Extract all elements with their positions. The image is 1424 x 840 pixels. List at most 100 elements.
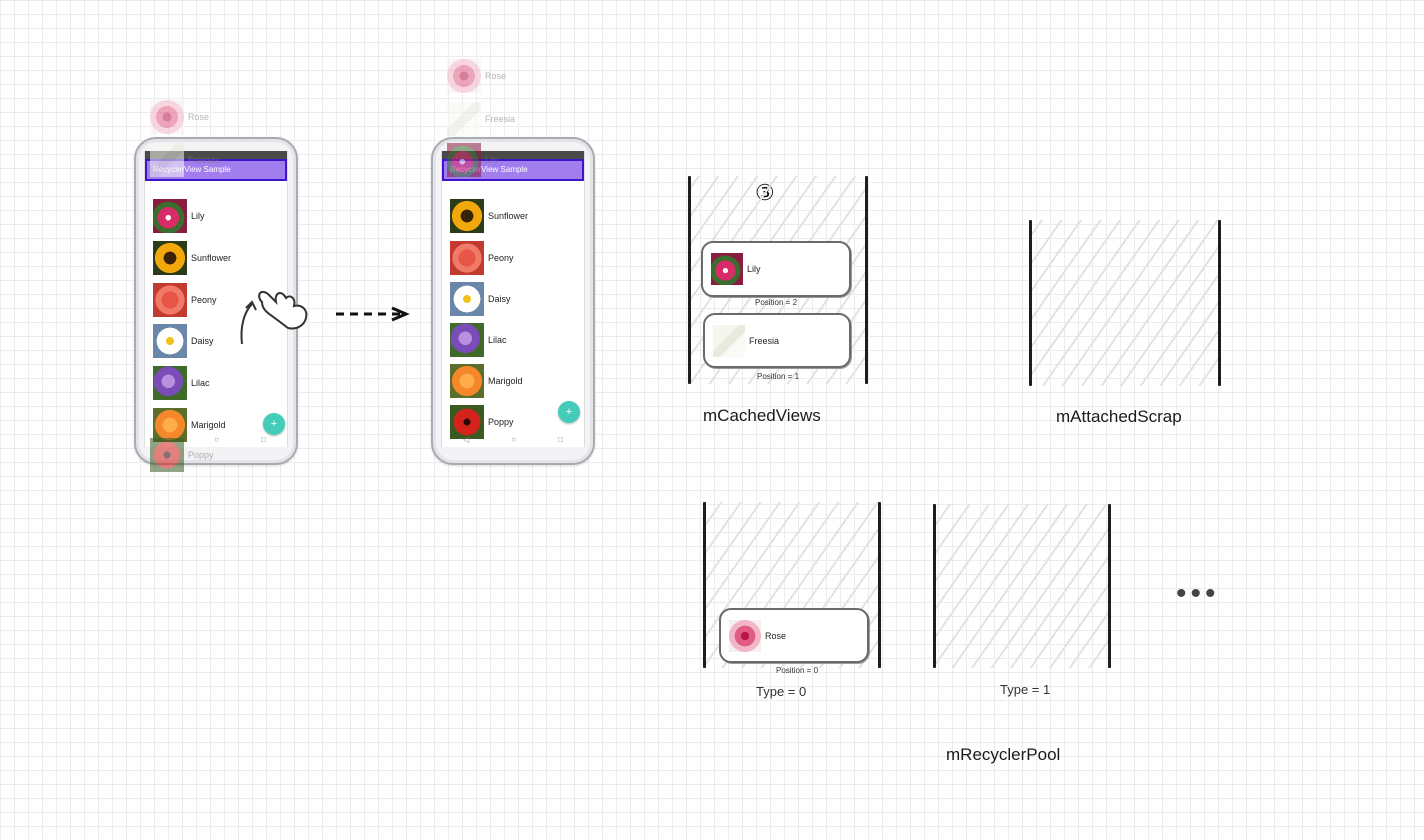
marigold-image [450,364,484,398]
list-item-label: Peony [488,253,514,263]
poppy-image [150,438,184,472]
list-item-label: Lily [191,211,205,221]
marigold-image [153,408,187,442]
attached-scrap-caption: mAttachedScrap [1056,407,1182,426]
recycler-pool-type1-container [933,504,1111,668]
type-1-label: Type = 1 [1000,682,1051,697]
container-wall-right [1218,220,1221,386]
cached-view-card: Freesia [703,313,851,368]
type-0-label: Type = 0 [756,684,807,699]
freesia-image [447,102,481,136]
list-item-label: Sunflower [191,253,232,263]
list-item-label: Poppy [488,417,514,427]
recents-icon[interactable]: □ [261,434,266,444]
hatch-fill [934,504,1110,668]
swipe-up-hand-icon [240,290,308,345]
list-item[interactable]: Peony [450,241,514,275]
list-item[interactable]: Marigold [153,408,226,442]
container-wall-right [865,176,868,384]
list-item-label: Marigold [488,376,523,386]
lilac-image [450,323,484,357]
peony-image [153,283,187,317]
rose-image [150,100,184,134]
cached-views-caption: mCachedViews [703,406,821,425]
list-item-label: Marigold [191,420,226,430]
right-phone-screen: RecyclerView Sample Sunflower Peony Dais… [441,151,585,447]
back-icon[interactable]: ◁ [463,434,470,444]
list-item-label: Daisy [191,336,214,346]
container-wall-right [878,502,881,668]
list-item-label: Daisy [488,294,511,304]
list-item[interactable]: Sunflower [450,199,528,233]
poppy-image [450,405,484,439]
status-bar [145,151,287,159]
lilac-image [153,366,187,400]
list-item-label: Sunflower [488,211,529,221]
card-label: Lily [747,264,761,274]
list-item[interactable]: Lilac [450,323,507,357]
freesia-image [713,324,745,357]
more-types-ellipsis: ••• [1176,577,1220,610]
list-item-label: Peony [191,295,217,305]
offscreen-item: Lily [447,143,499,177]
offscreen-item: Rose [150,100,209,134]
position-label: Position = 2 [754,298,798,307]
list-item[interactable]: Daisy [450,282,511,316]
attached-scrap-container [1029,220,1221,386]
list-item[interactable]: Marigold [450,364,523,398]
hatch-fill [1030,220,1220,386]
daisy-image [153,324,187,358]
lily-image [153,199,187,233]
rose-image [447,59,481,93]
home-icon[interactable]: ○ [511,434,517,444]
peony-image [450,241,484,275]
position-label: Position = 0 [775,666,819,675]
sunflower-image [450,199,484,233]
sunflower-image [153,241,187,275]
list-item[interactable]: Daisy [153,324,214,358]
list-item[interactable]: Poppy [450,405,514,439]
container-wall-left [703,502,706,668]
right-phone: RecyclerView Sample Sunflower Peony Dais… [431,137,595,465]
container-wall-right [1108,504,1111,668]
list-item-label: Freesia [188,155,220,165]
list-item[interactable]: Lilac [153,366,210,400]
list-item-label: Lily [485,155,499,165]
status-bar [442,151,584,159]
lily-image [447,143,481,177]
add-fab-button[interactable]: + [558,401,580,423]
offscreen-item: Freesia [447,102,515,136]
list-item-label: Lilac [191,378,210,388]
list-item[interactable]: Lily [153,199,205,233]
list-item-label: Lilac [488,335,507,345]
list-item[interactable]: Peony [153,283,217,317]
cached-view-card: Lily [701,241,851,297]
home-icon[interactable]: ○ [214,434,220,444]
position-label: Position = 1 [756,372,800,381]
list-item-label: Rose [188,112,210,122]
freesia-image [150,143,184,177]
list-item[interactable]: Sunflower [153,241,231,275]
list-item-label: Rose [485,71,507,81]
offscreen-item: Rose [447,59,506,93]
recycler-pool-caption: mRecyclerPool [946,745,1061,764]
offscreen-item: Poppy [150,438,214,472]
rose-image [729,619,761,652]
list-item-label: Freesia [485,114,516,124]
offscreen-item: Freesia [150,143,220,177]
lily-image [711,253,743,285]
pool-view-card: Rose [719,608,869,663]
arrow-right-icon [336,306,410,322]
container-wall-left [933,504,936,668]
container-wall-left [1029,220,1032,386]
card-label: Freesia [749,335,780,346]
card-label: Rose [765,630,787,641]
left-phone-screen: RecyclerView Sample Lily Sunflower Peony… [144,151,288,447]
container-wall-left [688,176,691,384]
navigation-bar: ◁ ○ □ [442,431,584,447]
daisy-image [450,282,484,316]
list-item-label: Poppy [188,450,214,460]
add-fab-button[interactable]: + [263,413,285,435]
recents-icon[interactable]: □ [558,434,563,444]
